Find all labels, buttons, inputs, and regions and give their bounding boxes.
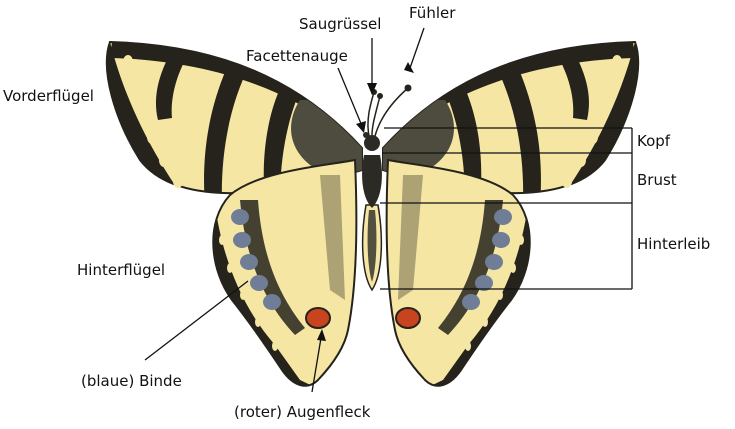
proboscis-tip [377, 93, 383, 99]
label-binde: (blaue) Binde [81, 372, 182, 390]
label-augenfleck: (roter) Augenfleck [234, 403, 370, 421]
hindwing-left [200, 160, 356, 392]
label-hinterfluegel: Hinterflügel [77, 261, 165, 279]
label-facettenauge: Facettenauge [246, 47, 348, 65]
label-vorderfluegel: Vorderflügel [3, 87, 94, 105]
label-hinterleib: Hinterleib [637, 235, 710, 253]
hindwing-right [387, 160, 543, 392]
antenna-tip [405, 85, 412, 92]
label-saugruessel: Saugrüssel [299, 15, 381, 33]
butterfly-body [362, 132, 382, 290]
label-fuehler: Fühler [409, 4, 455, 22]
label-kopf: Kopf [637, 132, 670, 150]
label-brust: Brust [637, 171, 677, 189]
